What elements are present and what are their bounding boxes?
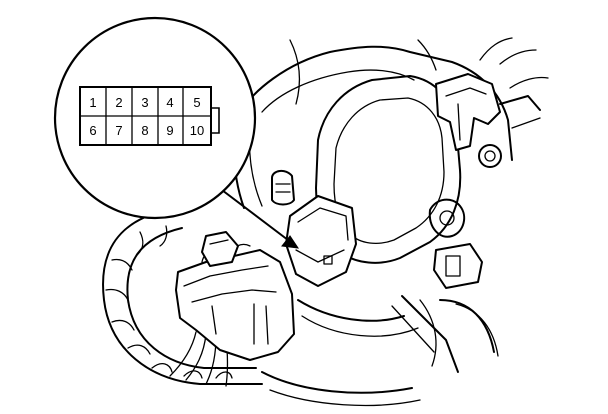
pin-label-10: 10 xyxy=(190,123,204,138)
pin-label-9: 9 xyxy=(166,123,173,138)
sensor-connector-socket xyxy=(285,195,357,287)
harness-plug xyxy=(175,231,295,361)
pin-label-1: 1 xyxy=(89,95,96,110)
pin-label-3: 3 xyxy=(141,95,148,110)
pin-label-8: 8 xyxy=(141,123,148,138)
pin-label-6: 6 xyxy=(89,123,96,138)
pin-label-5: 5 xyxy=(193,95,200,110)
pin-label-4: 4 xyxy=(166,95,173,110)
pinout-callout-circle: 1 2 3 4 5 6 7 8 9 10 xyxy=(53,16,257,220)
callout-leader-arrow xyxy=(213,183,300,249)
pin-label-2: 2 xyxy=(115,95,122,110)
throttle-body-housing xyxy=(233,37,549,407)
pin-grid xyxy=(79,86,212,146)
pin-label-7: 7 xyxy=(115,123,122,138)
